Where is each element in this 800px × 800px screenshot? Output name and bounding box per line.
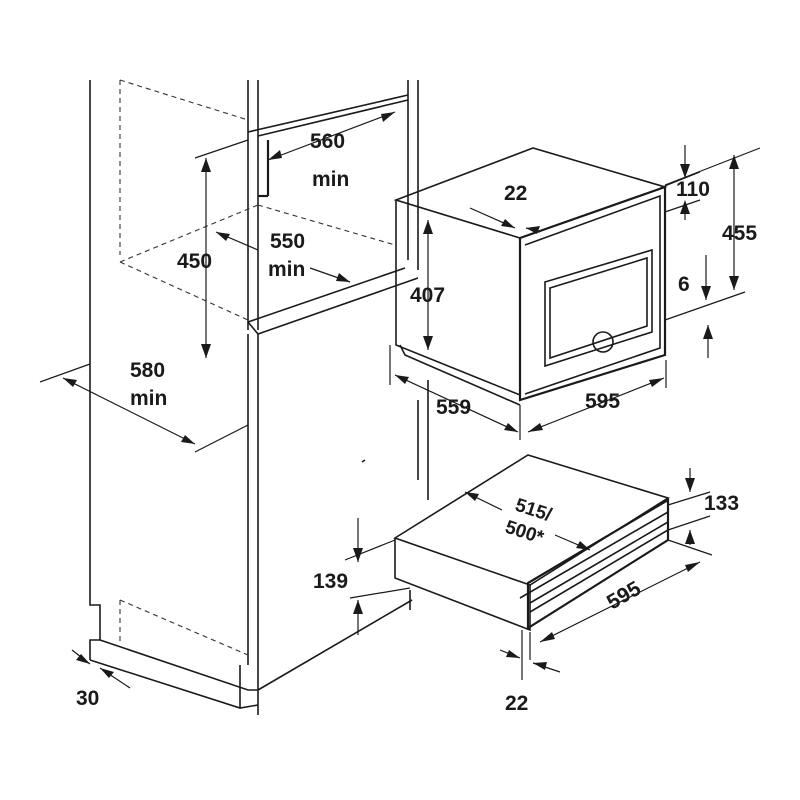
label-niche-depth: 550 [270, 230, 305, 253]
warming-drawer [393, 454, 670, 632]
label-oven-depth: 559 [436, 396, 471, 419]
label-cabinet-depth: 580 [130, 359, 165, 382]
label-drawer-front-offset: 22 [505, 692, 528, 715]
label-niche-depth-min: min [268, 258, 305, 281]
label-cabinet-depth-min: min [130, 387, 167, 410]
label-drawer-niche-height: 139 [313, 570, 348, 593]
label-niche-width-min: min [312, 168, 349, 191]
label-drawer-width: 595 [603, 577, 645, 615]
label-oven-top-gap: 110 [676, 178, 710, 201]
label-oven-width: 595 [585, 390, 620, 413]
label-niche-width: 560 [310, 130, 345, 153]
label-oven-body-height: 407 [410, 284, 445, 307]
label-oven-front-offset: 22 [504, 182, 527, 205]
label-oven-bottom-gap: 6 [678, 273, 690, 296]
oven [393, 147, 668, 406]
dimension-lines [39, 111, 761, 689]
label-niche-height: 450 [177, 250, 212, 273]
label-oven-total-height: 455 [722, 222, 757, 245]
dimension-labels: 560 min 550 min 450 580 min 30 22 110 45… [76, 130, 757, 715]
label-plinth-setback: 30 [76, 687, 99, 710]
tall-cabinet [89, 79, 429, 715]
label-drawer-height: 133 [704, 492, 739, 515]
